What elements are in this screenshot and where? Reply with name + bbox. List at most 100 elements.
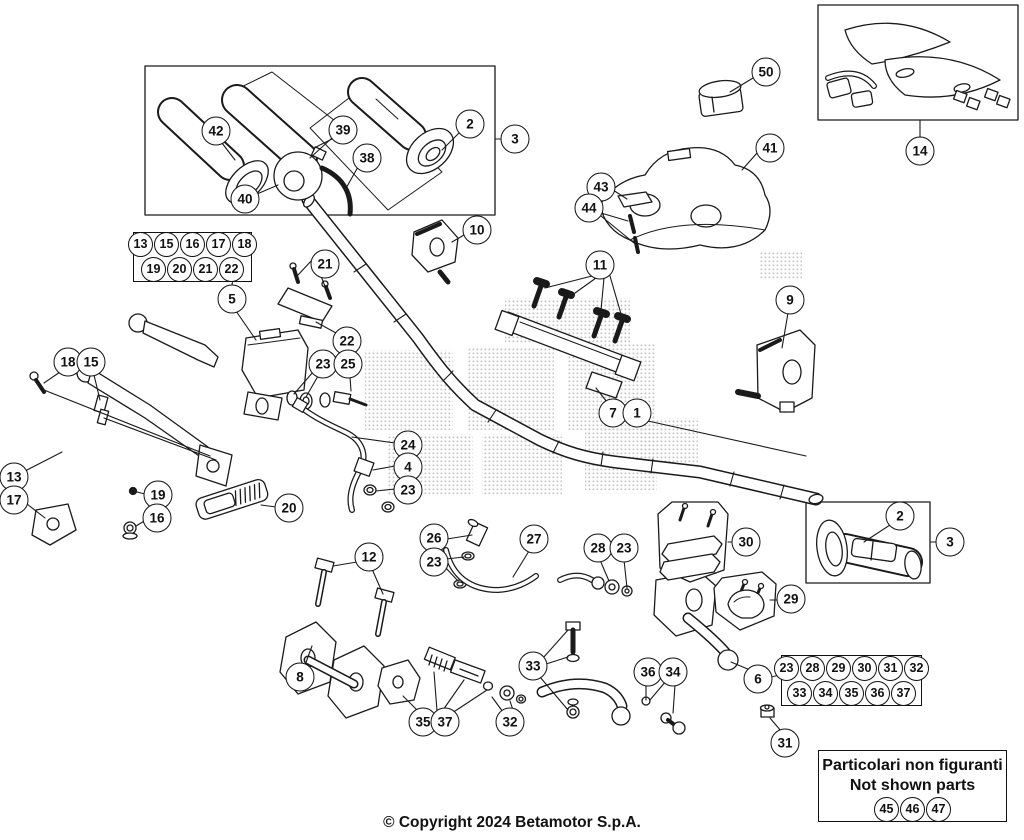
brake-lever-part <box>29 363 233 546</box>
number-circle-37: 37 <box>891 680 916 706</box>
callout-39: 39 <box>328 115 358 145</box>
callout-3: 3 <box>935 527 965 557</box>
number-circle-23: 23 <box>774 655 799 681</box>
callout-42: 42 <box>201 116 231 146</box>
not-shown-box: Particolari non figuranti Not shown part… <box>818 750 1007 822</box>
cable-adjuster-part <box>195 478 269 520</box>
callout-38: 38 <box>352 143 382 173</box>
handguard-parts <box>825 22 1011 111</box>
callout-2: 2 <box>455 109 485 139</box>
callout-23: 23 <box>393 475 423 505</box>
lever-36-part <box>536 621 686 735</box>
bar-clamp-part <box>494 277 642 399</box>
number-circle-21: 21 <box>193 257 218 282</box>
callout-37: 37 <box>430 707 460 737</box>
handlebar <box>301 193 824 506</box>
throttle-tube-part <box>221 84 353 217</box>
callout-20: 20 <box>274 493 304 523</box>
callout-21: 21 <box>310 249 340 279</box>
plate-21-part <box>277 262 333 329</box>
not-shown-title-en: Not shown parts <box>849 777 976 794</box>
number-circle-15: 15 <box>154 232 179 257</box>
switch-9-part <box>735 329 816 413</box>
brake-hose-part <box>291 397 395 513</box>
callout-2: 2 <box>885 501 915 531</box>
number-circle-36: 36 <box>865 680 890 706</box>
leader-lines <box>26 77 938 732</box>
number-circle-13: 13 <box>128 232 153 257</box>
copyright-text: © Copyright 2024 Betamotor S.p.A. <box>383 814 641 831</box>
not-shown-part-47: 47 <box>926 797 951 822</box>
number-circle-28: 28 <box>800 655 825 681</box>
clamp-box-29 <box>713 571 777 631</box>
adjuster-37-part <box>423 646 527 704</box>
number-circle-31: 31 <box>878 655 903 681</box>
clutch-perch-part <box>653 564 739 671</box>
callout-13: 13 <box>0 462 29 492</box>
not-shown-part-46: 46 <box>900 797 925 822</box>
callout-6: 6 <box>743 664 773 694</box>
number-circle-35: 35 <box>839 680 864 706</box>
callout-31: 31 <box>770 728 800 758</box>
callout-16: 16 <box>142 503 172 533</box>
callout-5: 5 <box>217 284 247 314</box>
number-circle-19: 19 <box>141 257 166 282</box>
number-circle-22: 22 <box>219 257 244 282</box>
callout-43: 43 <box>586 172 616 202</box>
risers-part <box>279 557 395 719</box>
callout-23: 23 <box>419 547 449 577</box>
callout-12: 12 <box>354 542 384 572</box>
callout-11: 11 <box>585 250 615 280</box>
bracket-screws-part <box>617 191 653 254</box>
number-circle-32: 32 <box>904 655 929 681</box>
callout-10: 10 <box>462 215 492 245</box>
throttle-grip-part <box>347 77 455 175</box>
callout-36: 36 <box>633 657 663 687</box>
bar-pad-part <box>599 146 771 250</box>
callout-8: 8 <box>285 662 315 692</box>
right-grip-part <box>815 519 923 580</box>
callout-41: 41 <box>755 133 785 163</box>
number-circle-16: 16 <box>180 232 205 257</box>
callout-15: 15 <box>76 347 106 377</box>
callout-3: 3 <box>500 124 530 154</box>
callout-34: 34 <box>658 657 688 687</box>
callout-30: 30 <box>731 527 761 557</box>
callout-29: 29 <box>776 584 806 614</box>
callout-19: 19 <box>143 480 173 510</box>
callout-27: 27 <box>519 524 549 554</box>
clamp-35-part <box>377 659 421 705</box>
callout-33: 33 <box>518 651 548 681</box>
switch-10-part <box>411 219 459 285</box>
spacer-box-30 <box>657 501 729 583</box>
callout-23: 23 <box>609 533 639 563</box>
number-circle-33: 33 <box>787 680 812 706</box>
callout-23: 23 <box>308 349 338 379</box>
callout-40: 40 <box>230 184 260 214</box>
number-circle-18: 18 <box>232 232 257 257</box>
callout-32: 32 <box>495 707 525 737</box>
number-circle-30: 30 <box>852 655 877 681</box>
number-circle-17: 17 <box>206 232 231 257</box>
brake-master-part <box>128 313 368 421</box>
callout-17: 17 <box>0 485 29 515</box>
callout-50: 50 <box>751 57 781 87</box>
number-circle-29: 29 <box>826 655 851 681</box>
callout-9: 9 <box>775 285 805 315</box>
callout-14: 14 <box>905 136 935 166</box>
callout-28: 28 <box>583 533 613 563</box>
end-cap-31 <box>759 704 775 718</box>
callout-25: 25 <box>333 349 363 379</box>
pad-cap-part <box>698 79 744 117</box>
clutch-hose-part <box>443 518 682 600</box>
callout-44: 44 <box>574 193 604 223</box>
number-circle-34: 34 <box>813 680 838 706</box>
